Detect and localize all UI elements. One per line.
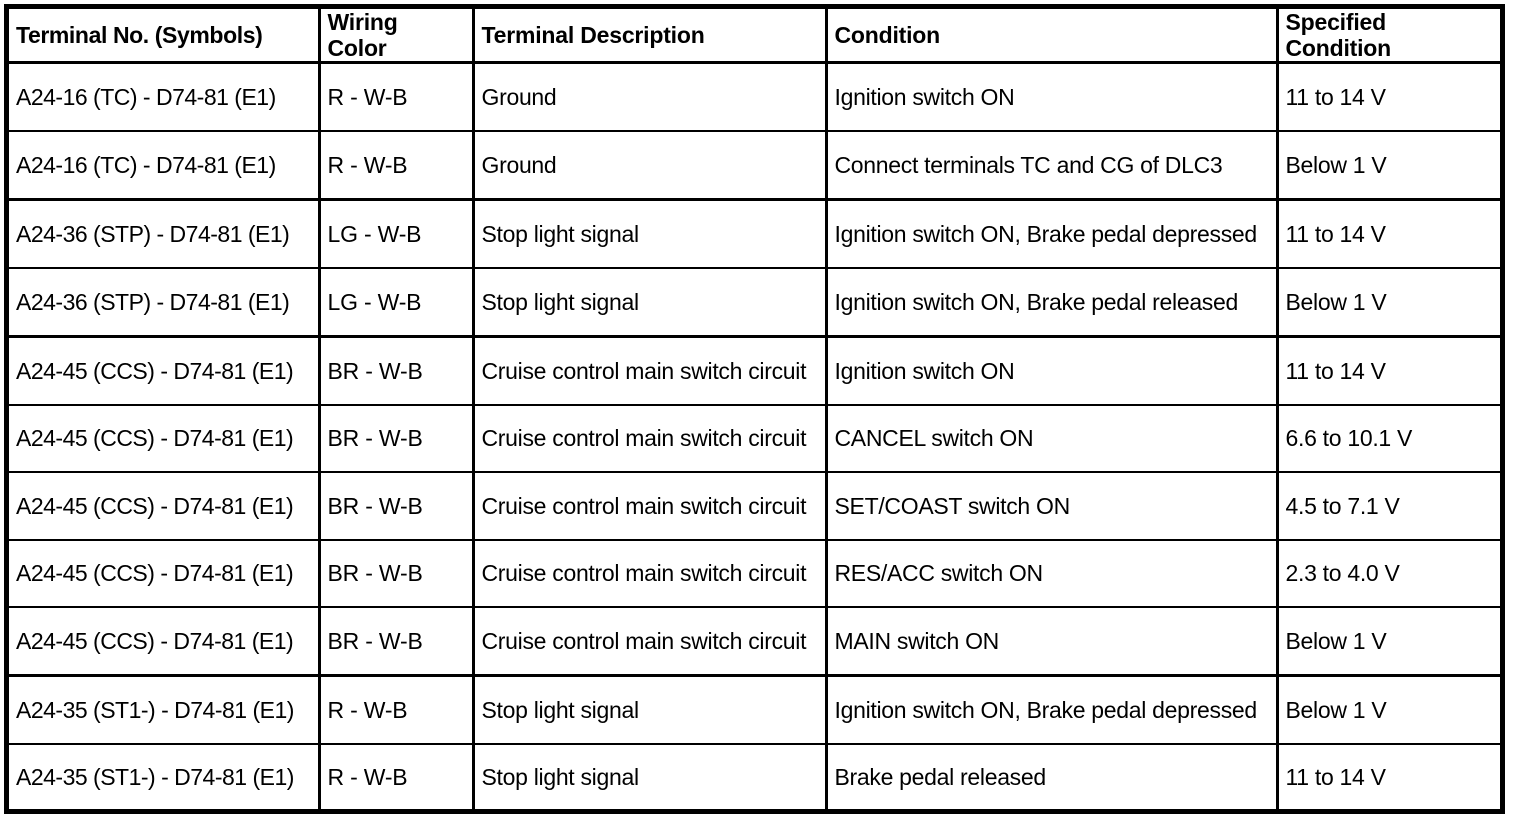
cell-wiring-color: LG - W-B [319, 267, 475, 338]
cell-terminal-description: Cruise control main switch circuit [473, 472, 828, 541]
terminal-spec-table: Terminal No. (Symbols) Wiring Color Term… [9, 9, 1500, 809]
cell-specified-condition: 11 to 14 V [1277, 743, 1500, 809]
cell-specified-condition: 11 to 14 V [1277, 62, 1500, 132]
cell-condition: CANCEL switch ON [826, 404, 1279, 474]
column-header-wiring-color-line1: Wiring [327, 9, 398, 35]
terminal-spec-table-container: Terminal No. (Symbols) Wiring Color Term… [4, 4, 1505, 814]
cell-wiring-color: BR - W-B [319, 539, 475, 608]
cell-terminal-description: Cruise control main switch circuit [473, 606, 828, 677]
cell-specified-condition: Below 1 V [1277, 606, 1500, 677]
cell-terminal-description: Cruise control main switch circuit [473, 539, 828, 608]
column-header-terminal-no: Terminal No. (Symbols) [9, 9, 321, 64]
cell-specified-condition: 11 to 14 V [1277, 199, 1500, 269]
cell-terminal-description: Stop light signal [473, 199, 828, 269]
table-header: Terminal No. (Symbols) Wiring Color Term… [9, 9, 1500, 64]
cell-specified-condition: 4.5 to 7.1 V [1277, 472, 1500, 541]
column-header-condition: Condition [826, 9, 1279, 64]
cell-condition: Brake pedal released [826, 743, 1279, 809]
cell-specified-condition: 6.6 to 10.1 V [1277, 404, 1500, 474]
cell-terminal-no: A24-45 (CCS) - D74-81 (E1) [9, 606, 321, 677]
cell-terminal-description: Stop light signal [473, 743, 828, 809]
cell-condition: Connect terminals TC and CG of DLC3 [826, 130, 1279, 201]
cell-condition: Ignition switch ON [826, 62, 1279, 132]
cell-terminal-description: Cruise control main switch circuit [473, 336, 828, 406]
cell-wiring-color: LG - W-B [319, 199, 475, 269]
cell-condition: Ignition switch ON, Brake pedal depresse… [826, 199, 1279, 269]
cell-wiring-color: BR - W-B [319, 472, 475, 541]
cell-terminal-no: A24-45 (CCS) - D74-81 (E1) [9, 404, 321, 474]
cell-condition: Ignition switch ON, Brake pedal released [826, 267, 1279, 338]
cell-condition: Ignition switch ON [826, 336, 1279, 406]
cell-terminal-description: Stop light signal [473, 675, 828, 745]
column-header-terminal-description: Terminal Description [473, 9, 828, 64]
cell-condition: MAIN switch ON [826, 606, 1279, 677]
cell-specified-condition: 2.3 to 4.0 V [1277, 539, 1500, 608]
cell-terminal-no: A24-35 (ST1-) - D74-81 (E1) [9, 743, 321, 809]
cell-wiring-color: R - W-B [319, 743, 475, 809]
cell-terminal-no: A24-45 (CCS) - D74-81 (E1) [9, 539, 321, 608]
cell-terminal-no: A24-45 (CCS) - D74-81 (E1) [9, 472, 321, 541]
cell-specified-condition: Below 1 V [1277, 130, 1500, 201]
cell-terminal-description: Ground [473, 62, 828, 132]
column-header-specified-condition: Specified Condition [1277, 9, 1500, 64]
cell-terminal-description: Ground [473, 130, 828, 201]
cell-condition: Ignition switch ON, Brake pedal depresse… [826, 675, 1279, 745]
cell-terminal-no: A24-36 (STP) - D74-81 (E1) [9, 199, 321, 269]
cell-terminal-no: A24-36 (STP) - D74-81 (E1) [9, 267, 321, 338]
cell-condition: RES/ACC switch ON [826, 539, 1279, 608]
cell-terminal-description: Stop light signal [473, 267, 828, 338]
cell-terminal-no: A24-35 (ST1-) - D74-81 (E1) [9, 675, 321, 745]
cell-terminal-description: Cruise control main switch circuit [473, 404, 828, 474]
cell-wiring-color: R - W-B [319, 675, 475, 745]
table-header-row: Terminal No. (Symbols) Wiring Color Term… [9, 9, 1500, 64]
cell-terminal-no: A24-45 (CCS) - D74-81 (E1) [9, 336, 321, 406]
cell-wiring-color: R - W-B [319, 130, 475, 201]
cell-wiring-color: R - W-B [319, 62, 475, 132]
cell-wiring-color: BR - W-B [319, 606, 475, 677]
cell-wiring-color: BR - W-B [319, 404, 475, 474]
cell-specified-condition: Below 1 V [1277, 267, 1500, 338]
cell-terminal-no: A24-16 (TC) - D74-81 (E1) [9, 62, 321, 132]
cell-terminal-no: A24-16 (TC) - D74-81 (E1) [9, 130, 321, 201]
cell-condition: SET/COAST switch ON [826, 472, 1279, 541]
cell-specified-condition: Below 1 V [1277, 675, 1500, 745]
cell-wiring-color: BR - W-B [319, 336, 475, 406]
column-header-wiring-color: Wiring Color [319, 9, 475, 64]
cell-specified-condition: 11 to 14 V [1277, 336, 1500, 406]
column-header-specified-condition-line2: Condition [1285, 34, 1392, 61]
column-header-specified-condition-line1: Specified [1285, 9, 1387, 35]
column-header-wiring-color-line2: Color [327, 34, 387, 61]
